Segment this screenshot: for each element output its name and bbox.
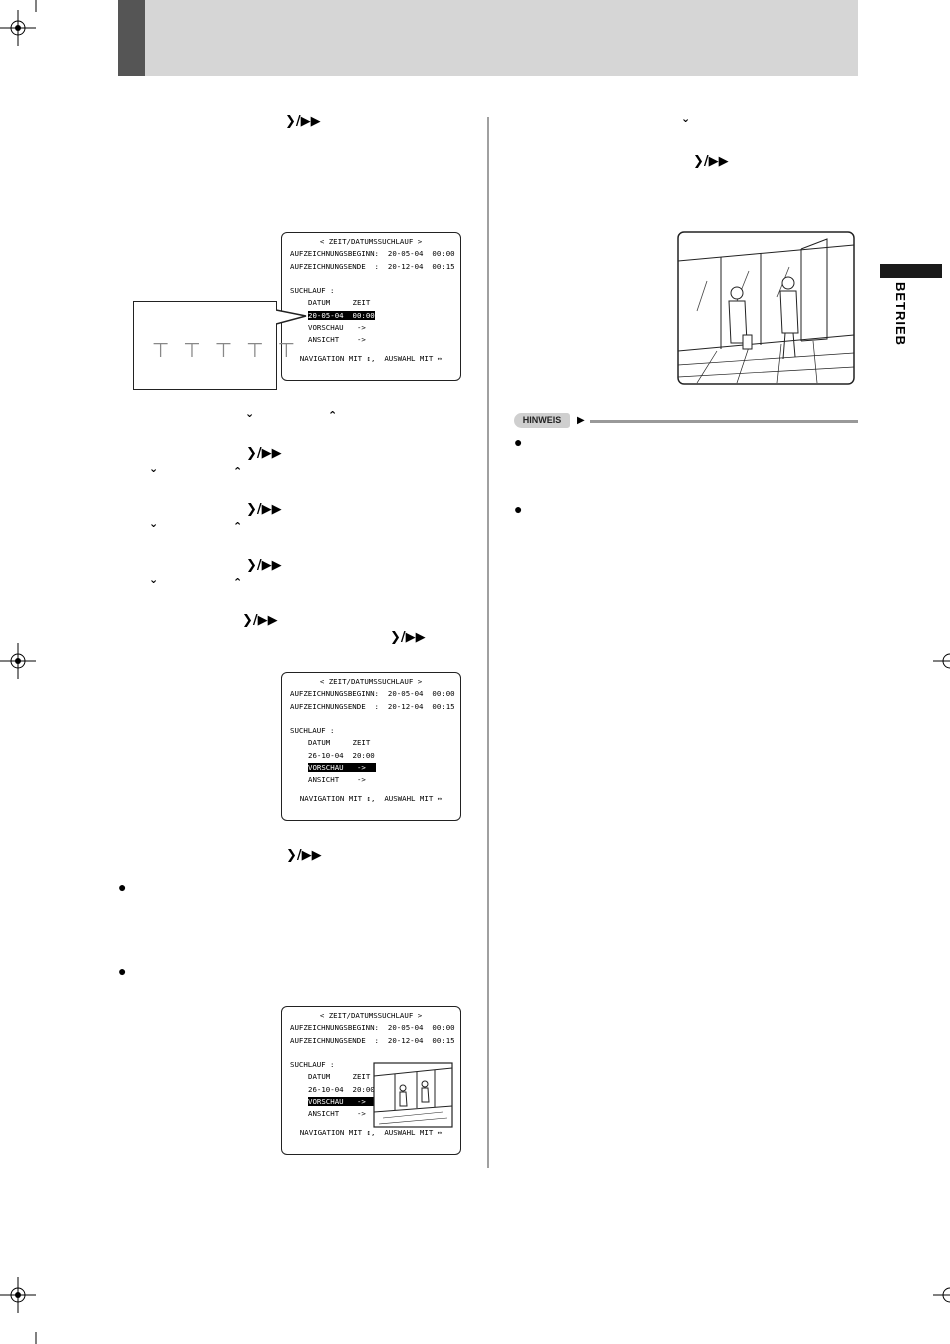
cursor-callout: ⊤ ⊤ ⊤ ⊤ ⊤ xyxy=(133,301,295,390)
search-label: SUCHLAUF : xyxy=(290,286,335,296)
recording-start: AUFZEICHNUNGSBEGINN: 20-05-04 00:00 xyxy=(290,1023,455,1033)
up-button-icon: ⌃ xyxy=(233,465,243,478)
down-button-icon: ⌄ xyxy=(149,573,159,586)
cursor-glyph: ⊤ xyxy=(246,338,264,362)
down-button-icon: ⌄ xyxy=(149,462,159,475)
osd-screen-2: < ZEIT/DATUMSSUCHLAUF > AUFZEICHNUNGSBEG… xyxy=(281,672,461,821)
view-item[interactable]: ANSICHT -> xyxy=(308,335,366,345)
preview-thumbnail xyxy=(373,1062,453,1128)
header-bar xyxy=(118,0,858,76)
datetime-field[interactable]: 26-10-04 20:00 xyxy=(308,750,375,760)
down-button-icon: ⌄ xyxy=(681,112,691,125)
cursor-glyph: ⊤ xyxy=(214,338,233,362)
up-button-icon: ⌃ xyxy=(328,409,338,422)
column-divider xyxy=(487,117,489,1168)
skip-button-icon: ❯/▶▶ xyxy=(285,114,321,129)
down-button-icon: ⌄ xyxy=(245,407,255,420)
up-button-icon: ⌃ xyxy=(233,576,243,589)
navigation-hint: NAVIGATION MIT ↕, AUSWAHL MIT ↔ xyxy=(299,793,443,803)
skip-button-icon: ❯/▶▶ xyxy=(390,630,426,645)
bullet: ● xyxy=(514,434,523,450)
up-button-icon: ⌃ xyxy=(233,520,243,533)
down-button-icon: ⌄ xyxy=(149,517,159,530)
datetime-field[interactable]: 26-10-04 20:00 xyxy=(308,1084,375,1094)
datetime-field[interactable]: 20-05-04 00:00 xyxy=(308,310,375,320)
search-label: SUCHLAUF : xyxy=(290,726,335,736)
navigation-hint: NAVIGATION MIT ↕, AUSWAHL MIT ↔ xyxy=(299,353,443,363)
screen-title: < ZEIT/DATUMSSUCHLAUF > xyxy=(319,1011,423,1020)
skip-button-icon: ❯/▶▶ xyxy=(242,613,278,628)
screen-title: < ZEIT/DATUMSSUCHLAUF > xyxy=(319,237,423,246)
camera-scene-illustration xyxy=(677,231,855,385)
cursor-glyph: ⊤ xyxy=(183,338,201,362)
header-accent xyxy=(118,0,145,76)
recording-end: AUFZEICHNUNGSENDE : 20-12-04 00:15 xyxy=(290,701,455,711)
callout-pointer xyxy=(276,309,307,325)
navigation-hint: NAVIGATION MIT ↕, AUSWAHL MIT ↔ xyxy=(299,1127,443,1137)
arrow-right-icon: ▶ xyxy=(577,415,585,426)
skip-button-icon: ❯/▶▶ xyxy=(693,154,729,169)
preview-item[interactable]: VORSCHAU -> xyxy=(308,323,366,333)
screen-title: < ZEIT/DATUMSSUCHLAUF > xyxy=(319,677,423,686)
view-item[interactable]: ANSICHT -> xyxy=(308,1109,366,1119)
column-headers: DATUM ZEIT xyxy=(308,298,371,308)
search-label: SUCHLAUF : xyxy=(290,1060,335,1070)
recording-end: AUFZEICHNUNGSENDE : 20-12-04 00:15 xyxy=(290,1035,455,1045)
skip-button-icon: ❯/▶▶ xyxy=(246,446,282,461)
section-tab-marker xyxy=(880,264,942,278)
bullet: ● xyxy=(118,879,127,895)
cursor-glyph: ⊤ xyxy=(152,338,170,362)
column-headers: DATUM ZEIT xyxy=(308,1072,371,1082)
recording-end: AUFZEICHNUNGSENDE : 20-12-04 00:15 xyxy=(290,261,455,271)
recording-start: AUFZEICHNUNGSBEGINN: 20-05-04 00:00 xyxy=(290,689,455,699)
hinweis-badge: HINWEIS xyxy=(514,413,570,428)
section-tab-label: BETRIEB xyxy=(893,282,908,347)
note-divider xyxy=(590,420,858,423)
skip-button-icon: ❯/▶▶ xyxy=(246,558,282,573)
view-item[interactable]: ANSICHT -> xyxy=(308,775,366,785)
osd-screen-1: < ZEIT/DATUMSSUCHLAUF > AUFZEICHNUNGSBEG… xyxy=(281,232,461,381)
skip-button-icon: ❯/▶▶ xyxy=(246,502,282,517)
bullet: ● xyxy=(514,501,523,517)
skip-button-icon: ❯/▶▶ xyxy=(286,848,322,863)
recording-start: AUFZEICHNUNGSBEGINN: 20-05-04 00:00 xyxy=(290,249,455,259)
preview-item[interactable]: VORSCHAU -> xyxy=(308,1097,376,1107)
cursor-glyph: ⊤ xyxy=(277,338,296,362)
bullet: ● xyxy=(118,963,127,979)
preview-item[interactable]: VORSCHAU -> xyxy=(308,763,376,773)
column-headers: DATUM ZEIT xyxy=(308,738,371,748)
